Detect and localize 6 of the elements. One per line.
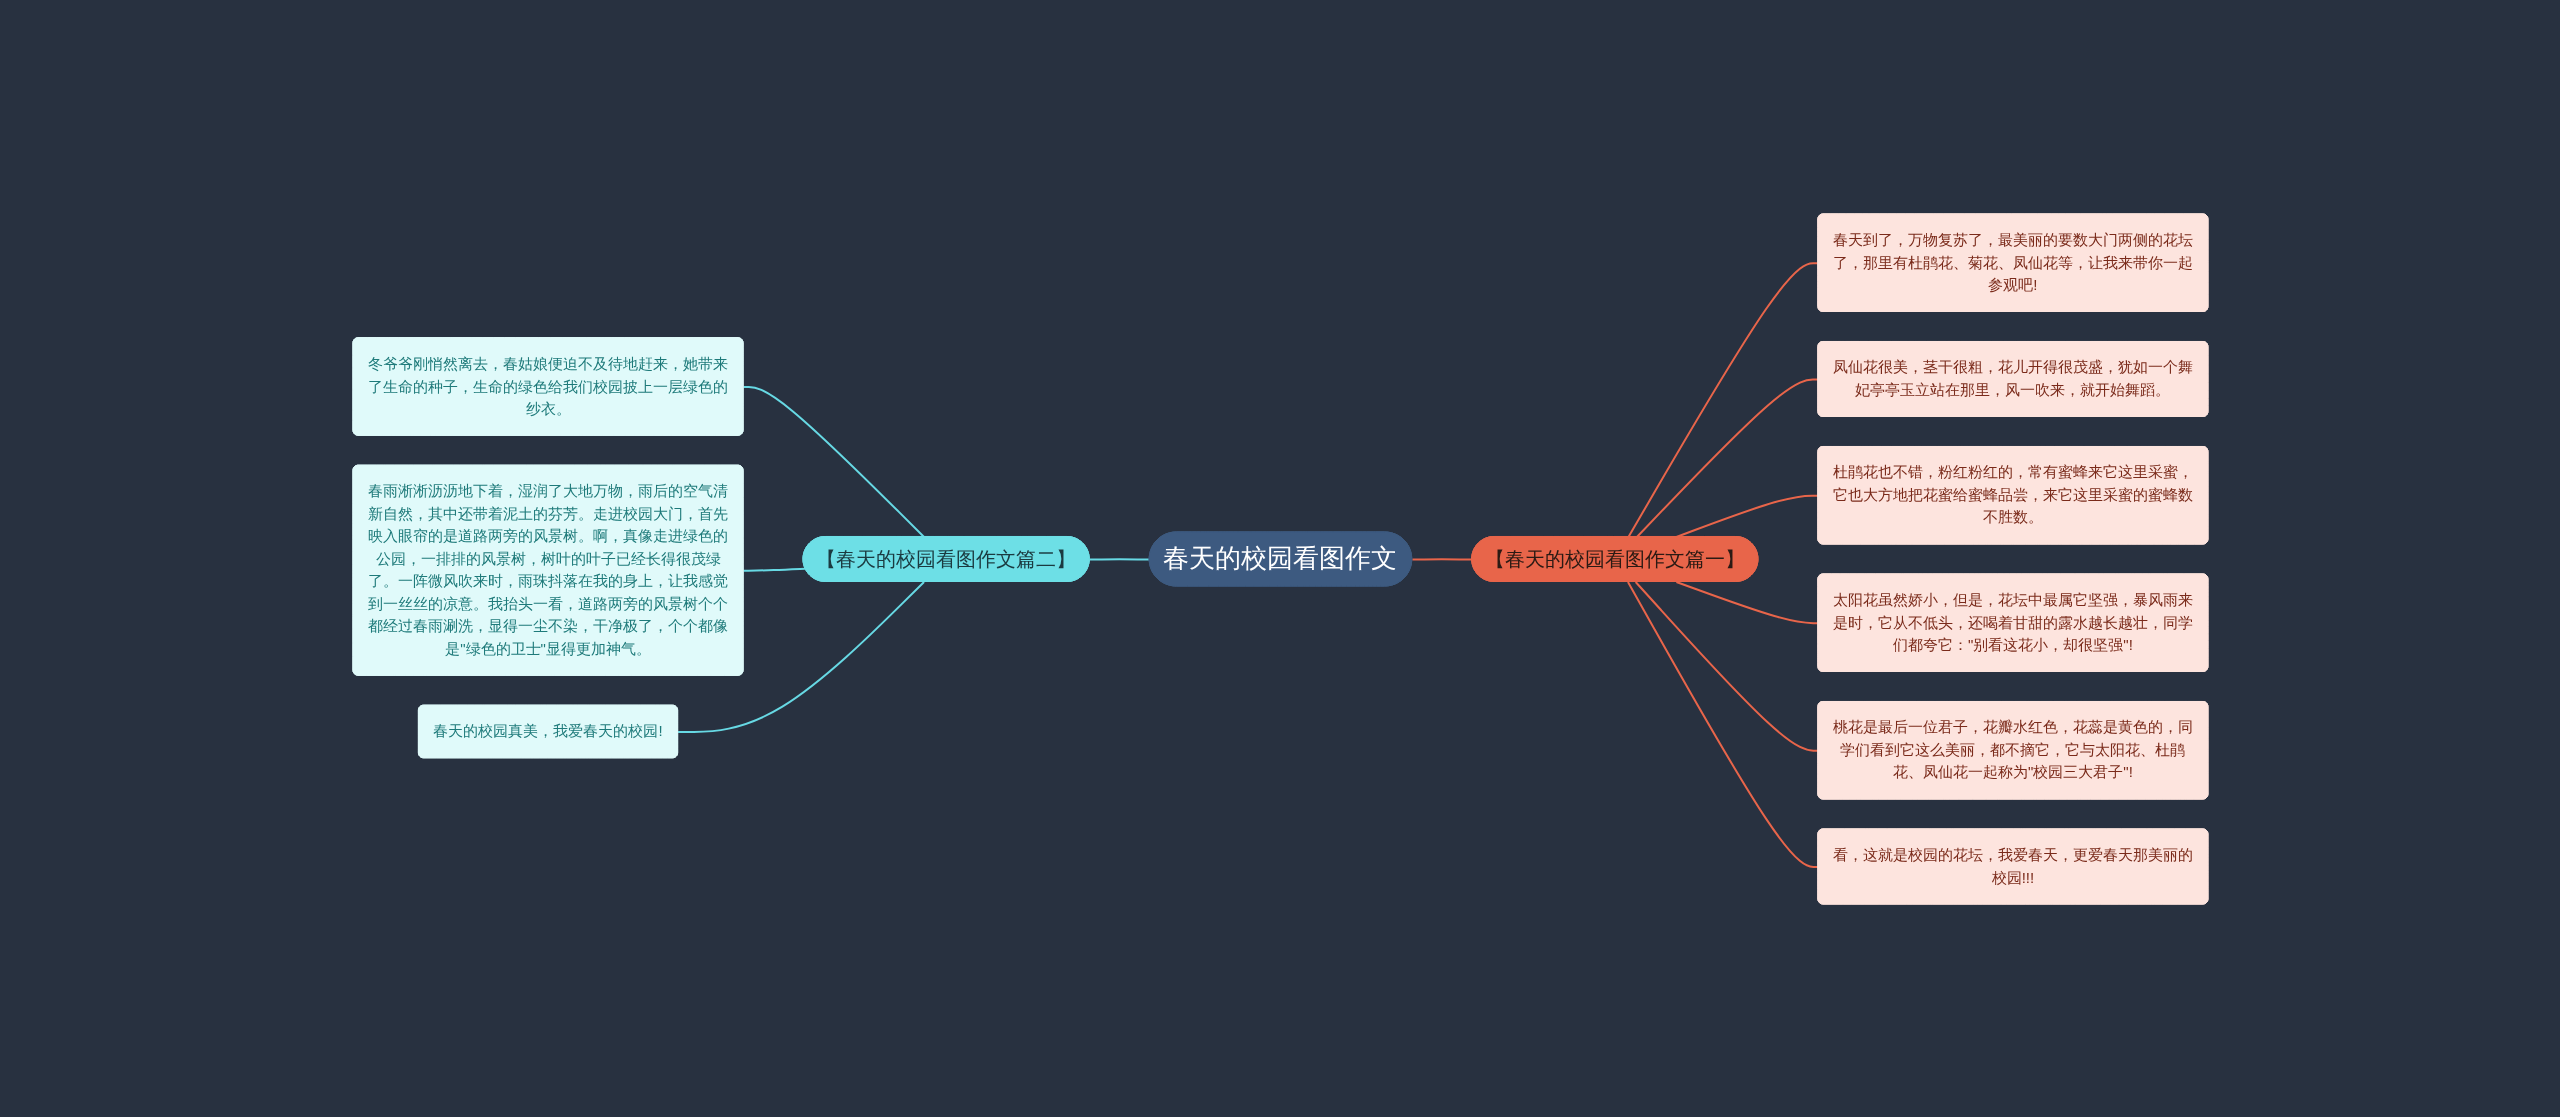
connector xyxy=(742,567,806,572)
connector xyxy=(676,580,925,733)
connector xyxy=(1674,580,1819,624)
connector xyxy=(1634,580,1819,752)
connector xyxy=(1626,580,1819,868)
connector xyxy=(1410,557,1473,560)
